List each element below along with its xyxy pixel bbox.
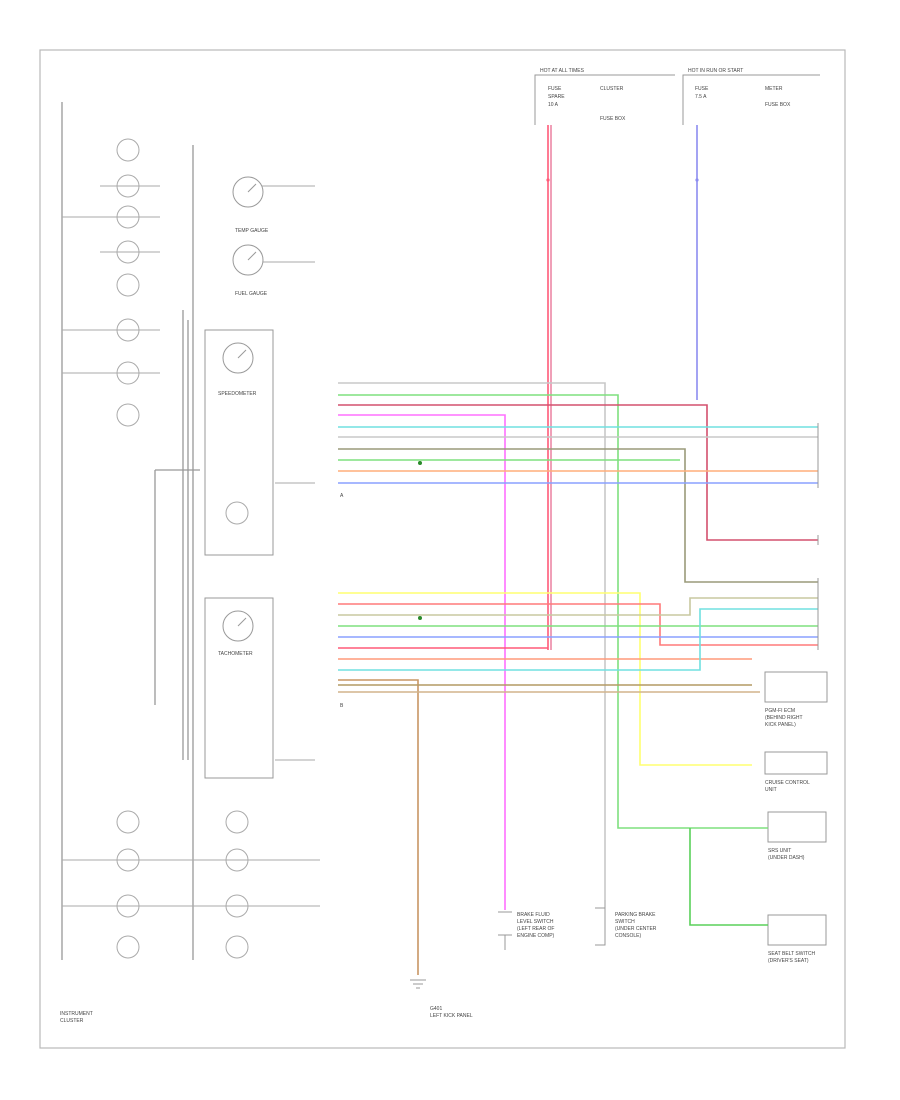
srs-unit-box xyxy=(767,811,827,843)
cruise-label-1: CRUISE CONTROL xyxy=(765,780,810,786)
pgm-fi-label-3: KICK PANEL) xyxy=(765,722,796,728)
srs-label-1: SRS UNIT xyxy=(768,848,791,854)
cluster-label-line2: CLUSTER xyxy=(60,1018,84,1024)
top-fuse-boxes xyxy=(534,74,820,125)
fuse-box-right-label: FUSE BOX xyxy=(765,102,791,108)
cluster-bus-lines xyxy=(61,102,200,960)
fuse-label-right: FUSE xyxy=(695,86,709,92)
amperage-left-label: 10 A xyxy=(548,102,559,108)
lamp-icon xyxy=(116,403,140,427)
lamp-icon xyxy=(116,935,140,959)
brake-fluid-label-2: LEVEL SWITCH xyxy=(517,919,554,925)
fuse-box-left-label: FUSE BOX xyxy=(600,116,626,122)
lamp-icon xyxy=(116,273,140,297)
tachometer-box xyxy=(204,597,274,779)
meter-label: METER xyxy=(765,86,783,92)
speedometer-label: SPEEDOMETER xyxy=(218,391,257,397)
brake-fluid-label-1: BRAKE FLUID xyxy=(517,912,550,918)
hot-in-run-label: HOT IN RUN OR START xyxy=(688,68,743,74)
lamp-icon xyxy=(116,810,140,834)
cluster-label-line1: INSTRUMENT xyxy=(60,1011,93,1017)
cruise-label-2: UNIT xyxy=(765,787,777,793)
lamp-icon xyxy=(225,501,249,525)
fuel-gauge-label: FUEL GAUGE xyxy=(235,291,268,297)
tachometer-label: TACHOMETER xyxy=(218,651,253,657)
parking-brake-label-3: (UNDER CENTER xyxy=(615,926,657,932)
cruise-unit-box xyxy=(764,751,828,775)
parking-brake-label-4: CONSOLE) xyxy=(615,933,641,939)
hot-at-all-times-label: HOT AT ALL TIMES xyxy=(540,68,585,74)
lamp-wires xyxy=(62,185,320,907)
seat-belt-feed-wire xyxy=(689,828,768,926)
pgm-fi-label-2: (BEHIND RIGHT xyxy=(765,715,803,721)
connector-b-label: B xyxy=(340,703,344,709)
fuse-feed-wires xyxy=(547,125,698,650)
parking-brake-label-2: SWITCH xyxy=(615,919,635,925)
right-component-boxes xyxy=(764,671,828,946)
amperage-right-label: 7.5 A xyxy=(695,94,707,100)
pgm-fi-label-1: PGM-FI ECM xyxy=(765,708,795,714)
seat-belt-label-1: SEAT BELT SWITCH xyxy=(768,951,816,957)
connector-a-wires xyxy=(338,382,818,910)
parking-brake-label-1: PARKING BRAKE xyxy=(615,912,656,918)
lamp-icon xyxy=(225,935,249,959)
seat-belt-label-2: (DRIVER'S SEAT) xyxy=(768,958,809,964)
brake-fluid-label-3: (LEFT REAR OF xyxy=(517,926,554,932)
seat-belt-switch-box xyxy=(767,914,827,946)
speedometer-box xyxy=(204,329,274,556)
pgm-fi-ecm-box xyxy=(764,671,828,703)
fuse-label-left: FUSE xyxy=(548,86,562,92)
gauges xyxy=(204,176,274,779)
cluster-fuse-label: CLUSTER xyxy=(600,86,624,92)
lamp-icon xyxy=(116,138,140,162)
ground-icon xyxy=(410,979,426,989)
connector-b-wires xyxy=(338,592,818,975)
brake-fluid-label-4: ENGINE COMP) xyxy=(517,933,555,939)
ground-label-2: LEFT KICK PANEL xyxy=(430,1013,473,1019)
srs-label-2: (UNDER DASH) xyxy=(768,855,805,861)
spare-label: SPARE xyxy=(548,94,565,100)
lamp-icon xyxy=(225,810,249,834)
temp-gauge-label: TEMP GAUGE xyxy=(235,228,269,234)
splice-dots xyxy=(418,178,699,620)
connector-a-label: A xyxy=(340,493,344,499)
bottom-sensors xyxy=(498,900,606,950)
ground-label-1: G401 xyxy=(430,1006,442,1012)
diagram-frame xyxy=(39,49,846,1049)
